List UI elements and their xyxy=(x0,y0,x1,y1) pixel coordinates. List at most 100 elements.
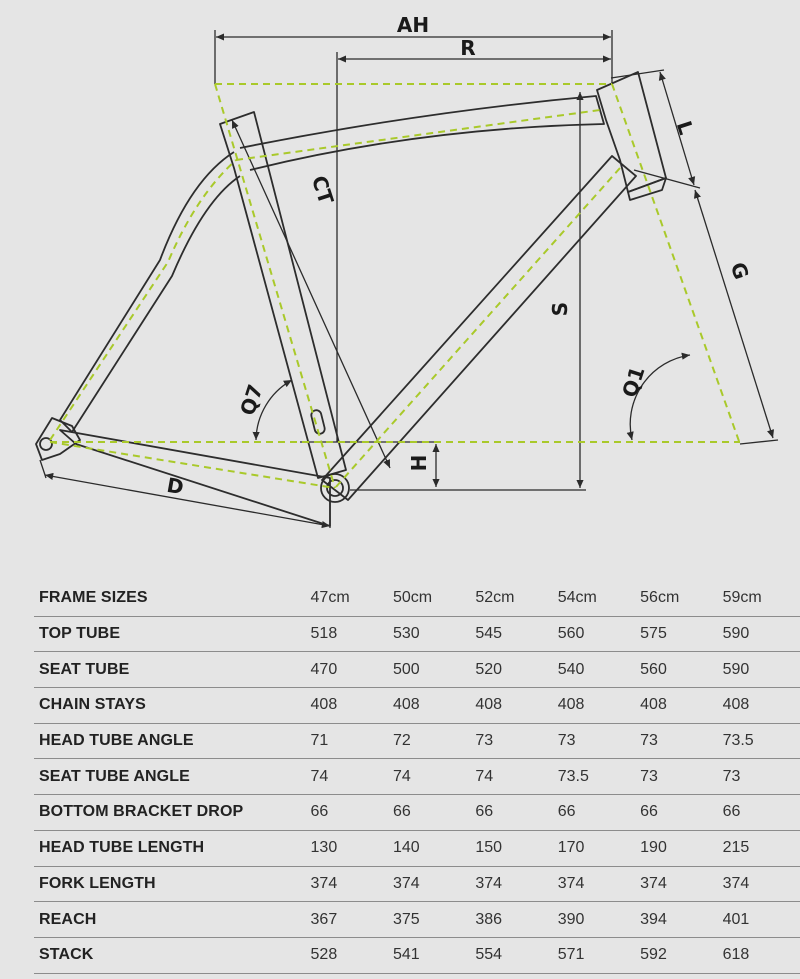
label-s: S xyxy=(548,302,572,316)
table-cell: 394 xyxy=(635,901,718,938)
table-cell: 554 xyxy=(470,937,553,974)
table-cell: 540 xyxy=(552,651,636,689)
seat-stay-axis xyxy=(49,159,237,441)
table-cell: 408 xyxy=(717,687,800,724)
seat-tube-axis xyxy=(214,83,336,489)
frame-size-header: 59cm xyxy=(717,581,800,617)
row-label: SEAT TUBE ANGLE xyxy=(34,758,306,796)
table-cell: 74 xyxy=(305,758,388,796)
table-cell: 408 xyxy=(387,687,471,724)
frame-geometry-diagram: AH R L CT G S Q1 Q7 H D xyxy=(35,13,779,529)
table-cell: 408 xyxy=(305,687,388,724)
table-cell: 520 xyxy=(470,651,553,689)
l-extension-top xyxy=(610,69,665,79)
seat-stay xyxy=(59,151,241,433)
table-cell: 190 xyxy=(635,830,718,867)
row-label: STACK xyxy=(34,937,306,974)
table-cell: 470 xyxy=(305,651,388,689)
table-cell: 374 xyxy=(717,866,800,903)
label-h: H xyxy=(407,455,431,472)
table-cell: 592 xyxy=(635,937,718,974)
table-cell: 560 xyxy=(552,616,636,653)
label-d: D xyxy=(165,473,186,500)
row-label: REACH xyxy=(34,901,306,938)
head-tube xyxy=(596,71,667,193)
table-cell: 74 xyxy=(387,758,471,796)
table-cell: 575 xyxy=(635,616,718,653)
frame-size-header: 52cm xyxy=(470,581,553,617)
table-cell: 66 xyxy=(387,794,471,831)
label-q1: Q1 xyxy=(617,363,649,400)
dimension-lines xyxy=(39,30,779,529)
table-cell: 215 xyxy=(717,830,800,867)
table-cell: 73 xyxy=(635,723,718,760)
table-cell: 73.5 xyxy=(552,758,636,796)
table-cell: 66 xyxy=(305,794,388,831)
table-cell: 375 xyxy=(387,901,471,938)
table-cell: 374 xyxy=(305,866,388,903)
table-cell: 73 xyxy=(635,758,718,796)
d-dimension-line xyxy=(44,472,331,529)
frame-size-header: 56cm xyxy=(635,581,718,617)
rear-dropout xyxy=(35,417,81,461)
head-tube-axis xyxy=(611,83,741,445)
bottom-bracket xyxy=(320,473,350,503)
bike-frame-outline xyxy=(35,71,667,527)
table-cell: 140 xyxy=(387,830,471,867)
table-cell: 545 xyxy=(470,616,553,653)
table-cell: 374 xyxy=(470,866,553,903)
row-label: SEAT TUBE xyxy=(34,651,306,689)
table-cell: 73 xyxy=(470,723,553,760)
chain-stay xyxy=(59,429,331,527)
bottle-boss xyxy=(310,409,326,435)
table-cell: 408 xyxy=(552,687,636,724)
table-cell: 367 xyxy=(305,901,388,938)
table-cell: 571 xyxy=(552,937,636,974)
table-cell: 170 xyxy=(552,830,636,867)
table-cell: 590 xyxy=(717,651,800,689)
table-cell: 150 xyxy=(470,830,553,867)
rear-axle xyxy=(39,437,53,451)
table-cell: 374 xyxy=(387,866,471,903)
geometry-reference-lines xyxy=(49,83,741,489)
frame-sizes-label: FRAME SIZES xyxy=(34,581,306,617)
table-cell: 408 xyxy=(470,687,553,724)
q1-angle-arc xyxy=(626,352,691,441)
frame-size-header: 50cm xyxy=(387,581,471,617)
table-cell: 541 xyxy=(387,937,471,974)
top-tube xyxy=(239,95,605,171)
g-dimension-line xyxy=(693,189,775,439)
chain-stay-axis xyxy=(49,441,336,489)
table-cell: 401 xyxy=(717,901,800,938)
label-l: L xyxy=(672,118,699,138)
down-tube-axis xyxy=(334,167,621,489)
row-label: CHAIN STAYS xyxy=(34,687,306,724)
label-ct: CT xyxy=(307,173,339,208)
table-cell: 73 xyxy=(717,758,800,796)
table-cell: 130 xyxy=(305,830,388,867)
label-g: G xyxy=(726,259,754,282)
ct-dimension-line xyxy=(231,119,391,469)
dimension-labels: AH R L CT G S Q1 Q7 H D xyxy=(165,13,754,499)
table-cell: 500 xyxy=(387,651,471,689)
l-dimension-line xyxy=(658,71,696,186)
table-cell: 73 xyxy=(552,723,636,760)
g-extension xyxy=(739,439,779,445)
label-ah: AH xyxy=(397,13,429,37)
table-cell: 528 xyxy=(305,937,388,974)
down-tube xyxy=(321,155,637,501)
table-cell: 71 xyxy=(305,723,388,760)
frame-size-header: 54cm xyxy=(552,581,636,617)
table-cell: 66 xyxy=(470,794,553,831)
table-cell: 518 xyxy=(305,616,388,653)
